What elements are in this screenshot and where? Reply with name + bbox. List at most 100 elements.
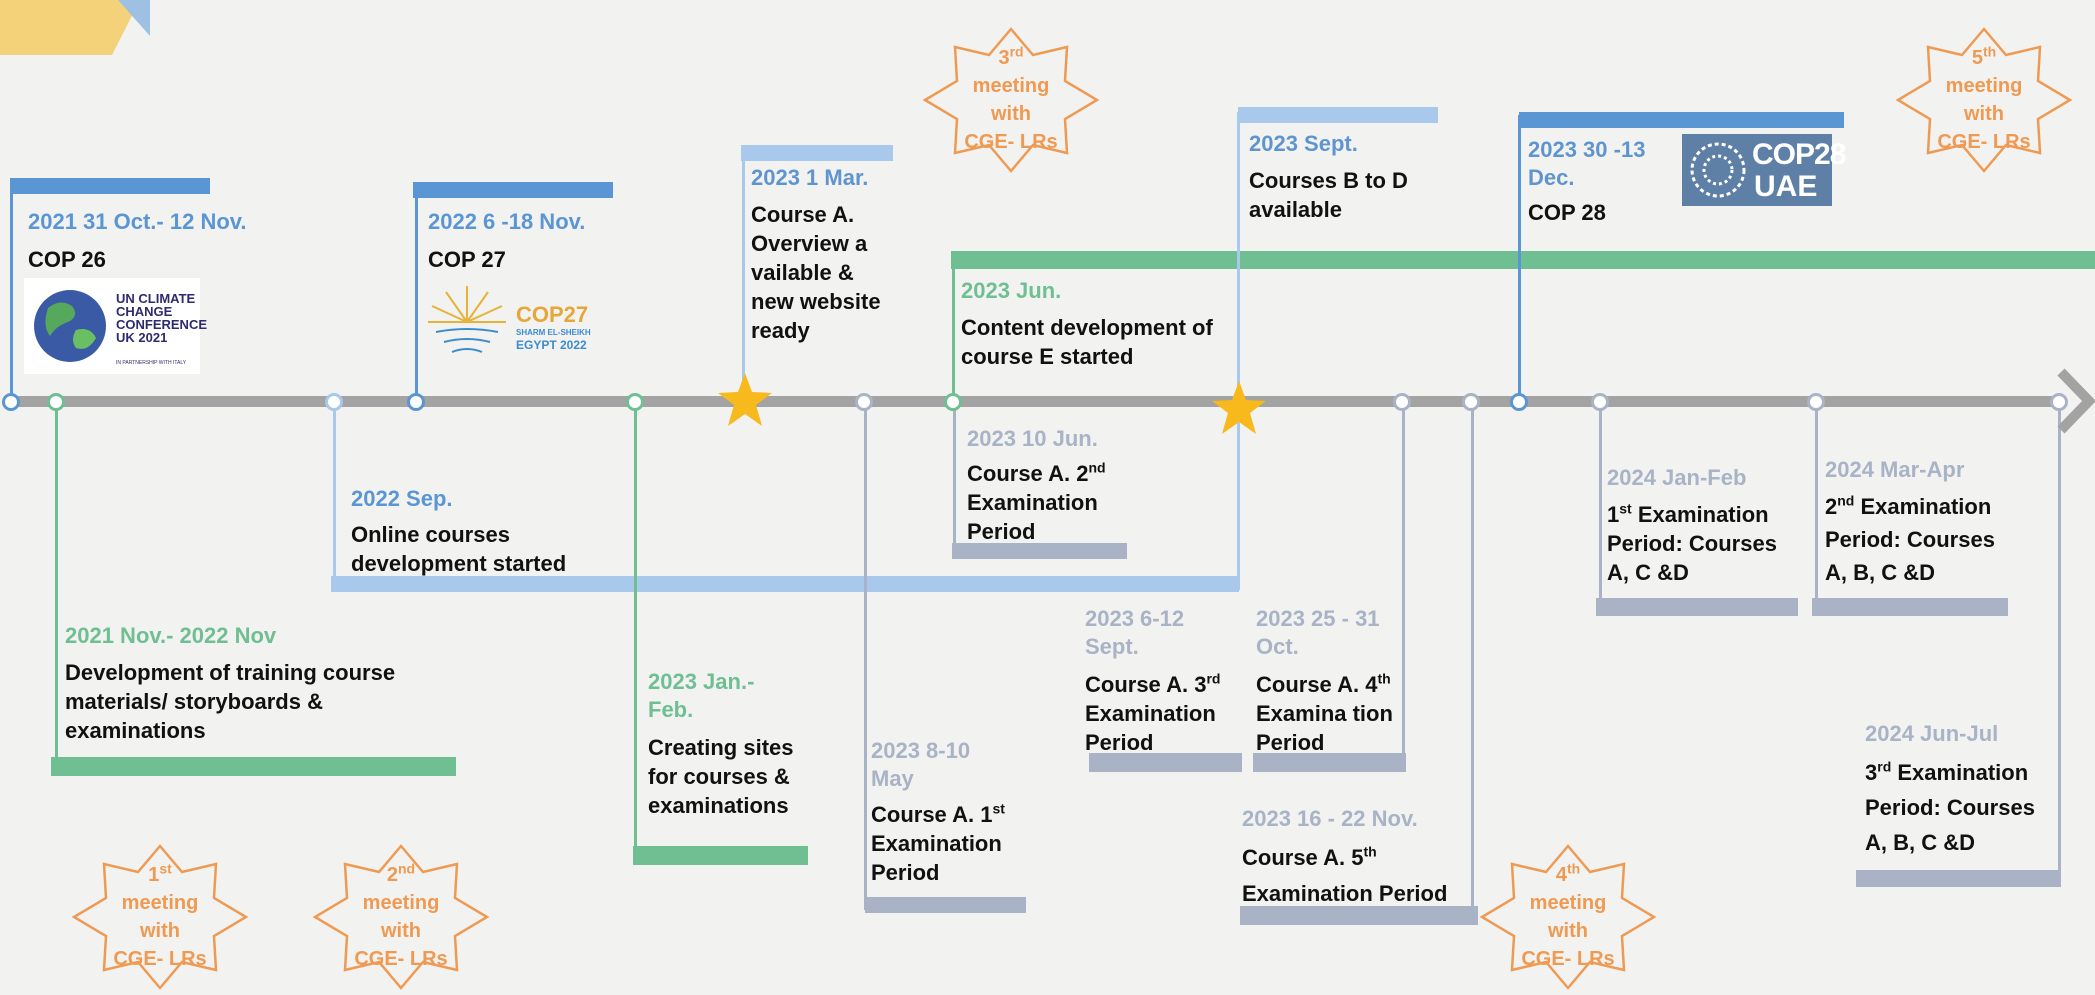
- cop26-logo: UN CLIMATE CHANGE CONFERENCE UK 2021 IN …: [24, 278, 207, 374]
- event-date-sept2023-exam: 2023 6-12 Sept.: [1085, 606, 1185, 659]
- dev-period-bar: [51, 757, 456, 776]
- event-date-dev: 2021 Nov.- 2022 Nov: [65, 623, 277, 648]
- event-date-junjul2024: 2024 Jun-Jul: [1865, 721, 1999, 746]
- sites-connector: [634, 402, 637, 862]
- cop27-logo-sub1: SHARM EL-SHEIKH: [516, 328, 591, 337]
- event-desc-cop26: COP 26: [28, 247, 106, 272]
- node-oct2023: [1393, 393, 1411, 411]
- event-desc-marapr2024: 2nd Examination Period: Courses A, B, C …: [1825, 492, 1995, 585]
- burst-icon: [71, 844, 249, 990]
- exam5-bar: [1240, 906, 1478, 925]
- event-date-cop27: 2022 6 -18 Nov.: [428, 209, 586, 234]
- event-desc-jun2023: Content development of course E started: [961, 315, 1213, 369]
- node-marapr2024: [1807, 393, 1825, 411]
- cop26-connector: [10, 180, 13, 402]
- burst-icon: [1479, 844, 1657, 990]
- online-dev-connector: [333, 402, 336, 590]
- cop26-logo-line1: UN CLIMATE: [116, 291, 196, 306]
- exam2-connector: [953, 402, 956, 555]
- exam1-bar: [865, 897, 1026, 913]
- cop27-logo: COP27 SHARM EL-SHEIKH EGYPT 2022: [424, 280, 600, 370]
- mar2023-bar: [741, 145, 893, 161]
- node-sep2022: [325, 393, 343, 411]
- event-desc-dev: Development of training course materials…: [65, 660, 396, 743]
- event-date-jun2023-exam: 2023 10 Jun.: [967, 426, 1098, 451]
- event-date-mar2023: 2023 1 Mar.: [751, 165, 869, 190]
- exam2-bar: [952, 543, 1127, 559]
- event-date-sept2023: 2023 Sept.: [1249, 131, 1358, 156]
- dev-period-connector: [55, 402, 58, 772]
- node-cop27: [407, 393, 425, 411]
- event-desc-cop28: COP 28: [1528, 200, 1606, 225]
- event-date-sep2022: 2022 Sep.: [351, 486, 453, 511]
- node-janfeb2024: [1591, 393, 1609, 411]
- burst-icon: [922, 27, 1100, 173]
- event-desc-cop27: COP 27: [428, 247, 506, 272]
- event-desc-mar2023: Course A. Overview a vailable & new webs…: [751, 202, 881, 343]
- event-desc-janfeb2024: 1st Examination Period: Courses A, C &D: [1607, 500, 1777, 585]
- burst-icon: [312, 844, 490, 990]
- sun-icon: [428, 286, 506, 353]
- cop26-logo-line4: UK 2021: [116, 330, 168, 345]
- event-desc-junjul2024: 3rd Examination Period: Courses A, B, C …: [1865, 758, 2035, 855]
- cop28-logo-sub: UAE: [1754, 170, 1818, 203]
- event-date-may2023: 2023 8-10 May: [871, 738, 971, 791]
- cop28-logo-title: COP28: [1752, 138, 1846, 171]
- mar2023-connector: [742, 150, 745, 400]
- cop27-logo-title: COP27: [516, 302, 589, 327]
- exam2024b-connector: [1815, 402, 1818, 612]
- exam2024b-bar: [1812, 598, 2008, 616]
- timeline-axis: [10, 396, 2060, 407]
- event-date-jan2023: 2023 Jan.- Feb.: [648, 669, 755, 722]
- burst-icon: [1895, 27, 2073, 173]
- course-e-connector: [952, 255, 955, 402]
- cop26-logo-line2: CHANGE: [116, 304, 173, 319]
- cop28-bar: [1519, 112, 1844, 128]
- event-date-janfeb2024: 2024 Jan-Feb: [1607, 465, 1747, 490]
- event-desc-oct2023-exam: Course A. 4th Examina tion Period: [1256, 670, 1393, 755]
- cop28-emblem-icon: [1690, 142, 1746, 198]
- event-desc-sep2022: Online courses development started: [351, 522, 567, 576]
- event-desc-jan2023: Creating sites for courses & examination…: [648, 735, 794, 818]
- exam3-bar: [1089, 753, 1242, 772]
- node-jun2023: [944, 393, 962, 411]
- event-date-cop26: 2021 31 Oct.- 12 Nov.: [28, 209, 247, 234]
- exam4-connector: [1402, 402, 1405, 770]
- cop28-connector: [1518, 115, 1521, 402]
- node-jan2023: [626, 393, 644, 411]
- node-junjul2024: [2050, 393, 2068, 411]
- event-date-marapr2024: 2024 Mar-Apr: [1825, 457, 1965, 482]
- event-desc-jun2023-exam: Course A. 2nd Examination Period: [967, 459, 1106, 544]
- cop26-logo-small: IN PARTNERSHIP WITH ITALY: [116, 360, 187, 366]
- course-e-bar: [951, 251, 2095, 269]
- exam5-connector: [1471, 402, 1474, 922]
- exam2024a-bar: [1596, 598, 1798, 616]
- cop28-logo: COP28 UAE: [1682, 134, 1846, 206]
- node-nov2023: [1462, 393, 1480, 411]
- event-desc-may2023: Course A. 1st Examination Period: [871, 800, 1005, 885]
- node-nov2021: [47, 393, 65, 411]
- sept2023-bar: [1238, 107, 1438, 123]
- online-dev-bar: [331, 576, 1239, 592]
- sites-period-bar: [633, 846, 808, 865]
- earth-icon: [34, 290, 106, 362]
- timeline-arrow-icon: [2057, 368, 2095, 434]
- event-desc-sept2023-exam: Course A. 3rd Examination Period: [1085, 670, 1221, 755]
- node-cop26: [2, 393, 20, 411]
- cop27-connector: [415, 185, 418, 402]
- event-date-nov2023-exam: 2023 16 - 22 Nov.: [1242, 806, 1418, 831]
- cop27-logo-sub2: EGYPT 2022: [516, 338, 587, 352]
- cop26-logo-line3: CONFERENCE: [116, 317, 208, 332]
- exam2024a-connector: [1599, 402, 1602, 612]
- event-date-cop28: 2023 30 -13 Dec.: [1528, 137, 1646, 190]
- corner-decoration: [0, 0, 150, 55]
- sept2023-connector: [1237, 112, 1240, 590]
- node-may2023: [855, 393, 873, 411]
- star-icon-sept2023: [1212, 381, 1266, 434]
- event-date-jun2023: 2023 Jun.: [961, 278, 1062, 303]
- exam2024c-bar: [1856, 870, 2061, 887]
